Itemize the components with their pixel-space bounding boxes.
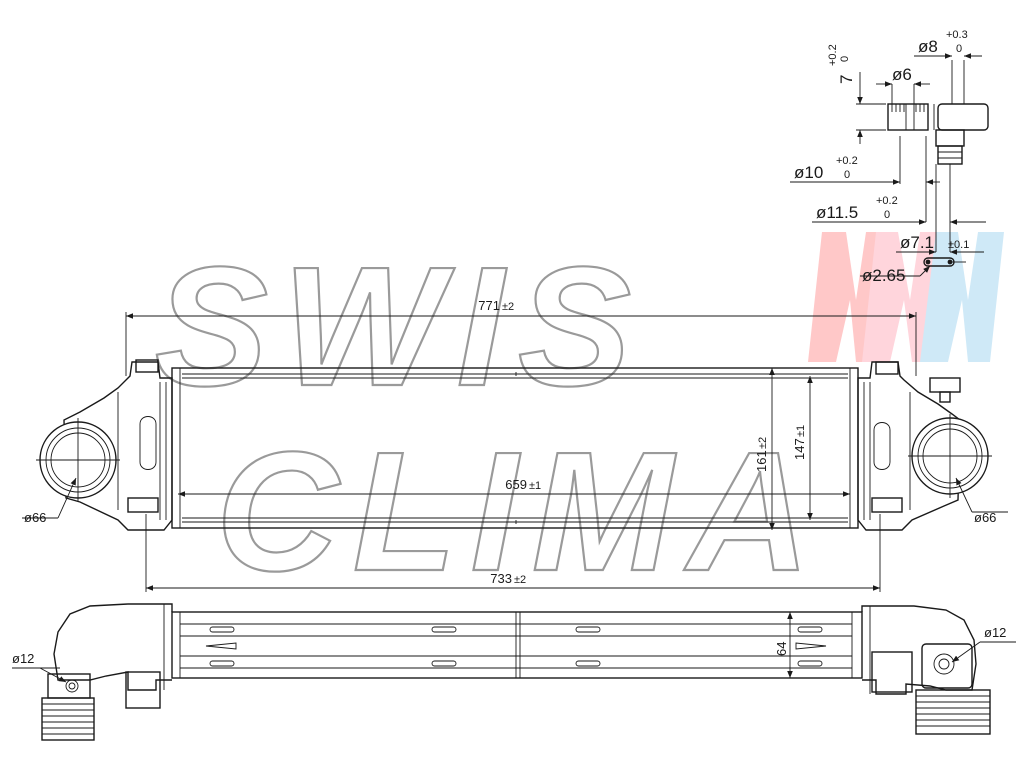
side-view: ø12 ø12 64 <box>12 603 1016 741</box>
side-slots <box>205 626 827 667</box>
dim-inlet-right: ø66 <box>974 510 996 525</box>
dim-port-left: ø12 <box>12 651 34 666</box>
dim-bore-8: ø8 <box>918 37 938 56</box>
top-view: 771 ±2 659 ±1 733 ±2 161 ±2 147 ±1 ø66 ø… <box>22 298 1008 592</box>
dim-dia-2-65: ø2.65 <box>862 266 905 285</box>
right-tank <box>857 361 992 531</box>
dim-core-length-tol: ±1 <box>529 480 541 492</box>
watermark-line-1: SWIS <box>155 232 645 422</box>
dim-thickness: 64 <box>774 642 789 656</box>
dim-core-length: 659 <box>505 477 527 492</box>
dim-mount-spacing: 733 <box>490 571 512 586</box>
dim-bore-8-tol-top: +0.3 <box>946 29 968 41</box>
dim-depth: 7 <box>837 75 856 84</box>
side-left-end <box>41 603 173 741</box>
dim-dia-7-1-tol: ±0.1 <box>948 239 969 251</box>
dim-depth-tol-top: +0.2 <box>827 44 839 66</box>
dim-bore-6: ø6 <box>892 65 912 84</box>
dim-inlet-left: ø66 <box>24 510 46 525</box>
dim-dia-11-5-tol-bottom: 0 <box>884 209 890 221</box>
dim-overall-length: 771 <box>478 298 500 313</box>
dim-dia-11-5: ø11.5 <box>816 203 858 222</box>
dim-dia-7-1: ø7.1 <box>900 233 934 252</box>
detail-view: 7 +0.2 0 ø8 +0.3 0 ø6 ø10 +0.2 0 ø11.5 +… <box>790 29 989 285</box>
dim-core-height-tol: ±1 <box>795 425 807 437</box>
dim-dia-11-5-tol-top: +0.2 <box>876 195 898 207</box>
left-tank <box>36 359 173 531</box>
watermark: SWIS CLIMA <box>154 231 1004 608</box>
dim-mount-spacing-tol: ±2 <box>514 574 526 586</box>
dim-dia-10-tol-top: +0.2 <box>836 155 858 167</box>
dim-depth-tol-bottom: 0 <box>839 56 851 62</box>
dim-dia-10-tol-bottom: 0 <box>844 169 850 181</box>
dim-overall-length-tol: ±2 <box>502 301 514 313</box>
dim-core-height: 147 <box>792 438 807 460</box>
side-core-outline <box>171 611 863 679</box>
dim-overall-height: 161 <box>754 450 769 472</box>
dim-dia-10: ø10 <box>794 163 823 182</box>
side-right-end <box>861 605 991 735</box>
dim-port-right: ø12 <box>984 625 1006 640</box>
watermark-line-2: CLIMA <box>216 417 824 607</box>
dim-bore-8-tol-bottom: 0 <box>956 43 962 55</box>
dim-overall-height-tol: ±2 <box>757 437 769 449</box>
